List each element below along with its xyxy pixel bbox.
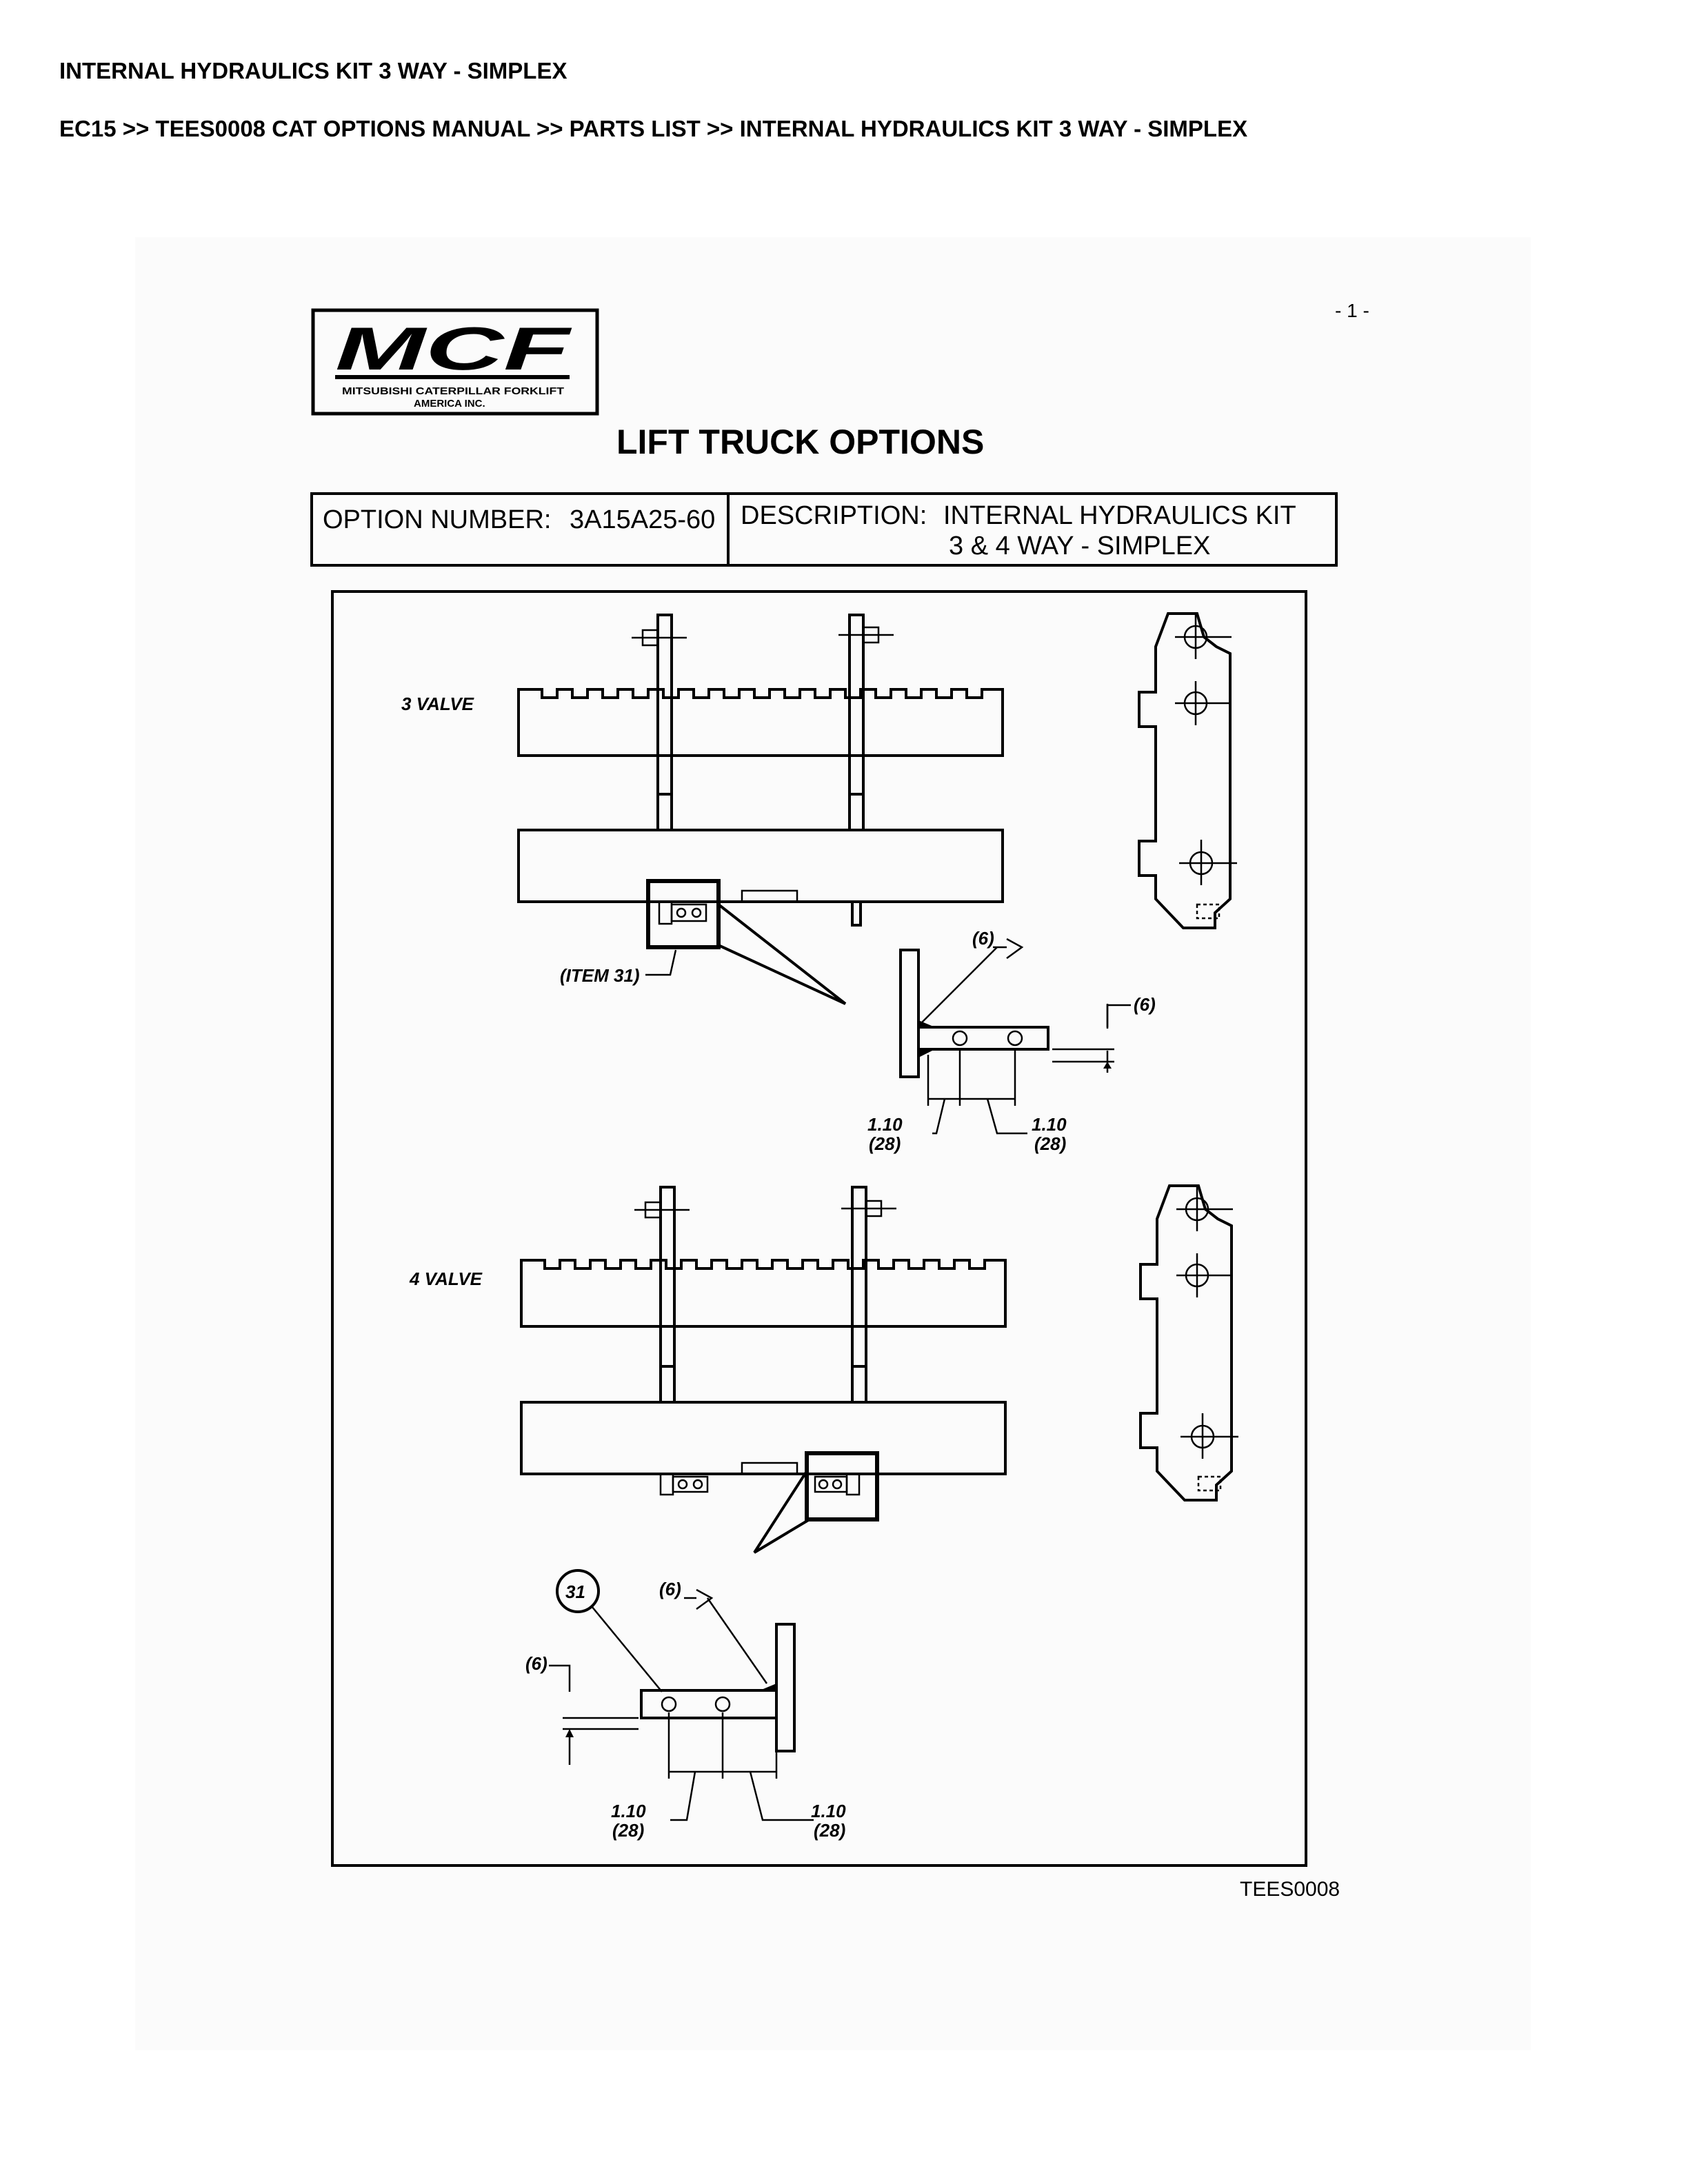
footer-code: TEES0008 [1240,1878,1340,1901]
description-label: DESCRIPTION: [741,501,927,530]
scanned-document-page: - 1 - MCF MITSUBISHI CATERPILLAR FORKLIF… [135,237,1531,2050]
logo-line2: AMERICA INC. [414,398,485,410]
dim-upper-right: 1.10 [1032,1114,1067,1135]
dim-thickness-lower: (6) [525,1653,547,1674]
item-31-callout: (ITEM 31) [560,965,640,986]
dim-thickness-upper: (6) [1134,994,1156,1015]
breadcrumb: EC15 >> TEES0008 CAT OPTIONS MANUAL >> P… [59,116,1248,141]
three-valve-assembly: 3 VALVE (ITEM 31) [401,614,1004,1005]
weld-size-lower: (6) [659,1579,681,1599]
option-number-value: 3A15A25-60 [570,505,715,534]
dim-lower-right: 1.10 [811,1801,846,1821]
label-3-valve: 3 VALVE [401,694,474,714]
page-number: - 1 - [1335,300,1369,321]
option-table: OPTION NUMBER: 3A15A25-60 DESCRIPTION: I… [310,492,1338,567]
mcf-logo: MCF MITSUBISHI CATERPILLAR FORKLIFT AMER… [311,308,599,416]
dim-lower-right-metric: (28) [814,1820,845,1841]
document-heading: LIFT TRUCK OPTIONS [616,423,984,461]
weld-detail-upper: (6) (6) 1.10 (28) 1.10 (28) [867,928,1156,1154]
option-number-label: OPTION NUMBER: [323,505,551,534]
logo-mark: MCF [335,314,572,383]
weld-detail-lower: 31 (6) (6) 1.10 (28) 1.10 (28) [525,1569,846,1841]
description-line2: 3 & 4 WAY - SIMPLEX [949,532,1210,560]
dim-upper-right-metric: (28) [1034,1133,1066,1154]
description-line1: INTERNAL HYDRAULICS KIT [943,501,1296,530]
page-title: INTERNAL HYDRAULICS KIT 3 WAY - SIMPLEX [59,58,567,83]
dim-upper-left: 1.10 [867,1114,903,1135]
dim-lower-left: 1.10 [611,1801,646,1821]
label-4-valve: 4 VALVE [409,1268,483,1289]
item-31-balloon-label: 31 [565,1581,585,1602]
drawing-frame [331,590,1307,1867]
dim-lower-left-metric: (28) [612,1820,644,1841]
side-view-upper [1138,612,1237,929]
four-valve-assembly: 4 VALVE [409,1186,1007,1554]
item-31-balloon [556,1569,600,1613]
weld-size-upper: (6) [972,928,994,949]
dim-upper-left-metric: (28) [869,1133,901,1154]
logo-line1: MITSUBISHI CATERPILLAR FORKLIFT [342,385,564,397]
side-view-lower [1139,1184,1238,1502]
